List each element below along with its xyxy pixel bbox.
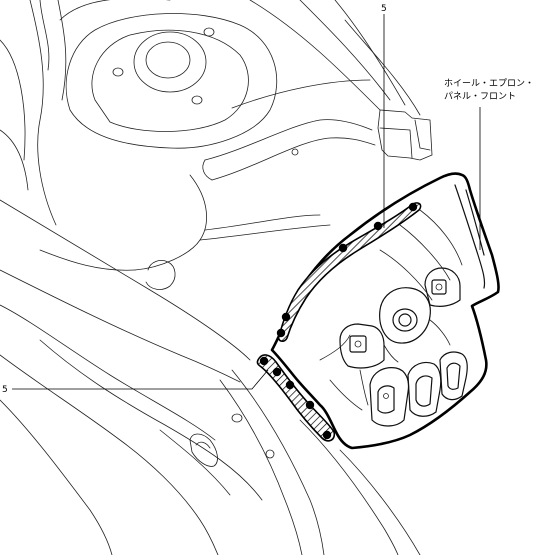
sealer-strip-lower	[256, 354, 336, 442]
weld-spot	[281, 312, 291, 322]
weld-spot	[285, 380, 295, 390]
body-structure-lines	[0, 0, 433, 555]
weld-spot	[408, 202, 418, 212]
panel-label-line2: パネル・フロント	[444, 91, 516, 102]
weld-spot	[338, 243, 348, 253]
callout-number-upper: 5	[381, 4, 387, 14]
panel-label-line1: ホイール・エプロン・	[444, 78, 534, 89]
sealer-strip-upper	[276, 202, 422, 342]
weld-spot	[322, 430, 332, 440]
weld-spot	[276, 328, 286, 338]
leader-lines	[12, 14, 481, 390]
callout-number-lower: 5	[2, 385, 8, 395]
weld-spot	[272, 367, 282, 377]
weld-spot	[259, 356, 269, 366]
weld-spot	[373, 221, 383, 231]
leader-lower-5	[12, 369, 269, 390]
weld-spot	[305, 400, 315, 410]
